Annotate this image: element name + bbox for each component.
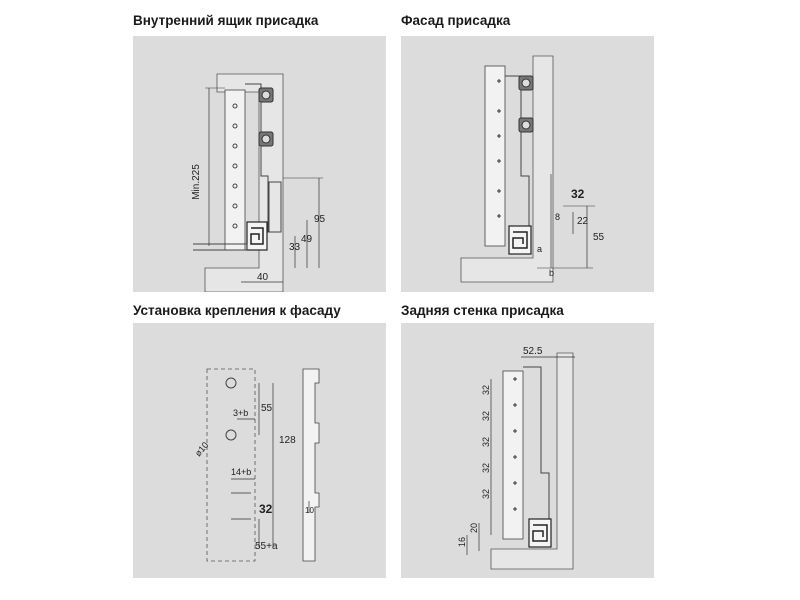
dim-55: 55 (261, 403, 273, 414)
panel-title-inner-drawer: Внутренний ящик присадка (133, 13, 319, 28)
dim-v32-2: 32 (481, 411, 491, 421)
dim-min225: Min.225 (191, 164, 202, 200)
facade-diagram-panel: 32 22 55 8 a b (401, 36, 654, 292)
dim-14b: 14+b (231, 467, 251, 477)
dim-128: 128 (279, 435, 296, 446)
dim-v32-5: 32 (481, 489, 491, 499)
dim-49: 49 (301, 234, 313, 245)
dim-55a: 55+a (255, 541, 278, 552)
panel-title-back-wall: Задняя стенка присадка (401, 303, 564, 318)
inner-drawer-drawing: Min.225 95 49 33 40 (191, 73, 326, 293)
dim-20: 20 (469, 523, 479, 533)
dim-10: 10 (305, 506, 314, 515)
dim-b: b (549, 268, 554, 278)
dim-16: 16 (457, 537, 467, 547)
dim-40: 40 (257, 272, 269, 283)
dim-33: 33 (289, 242, 301, 253)
mount-diagram-panel: 55 3+b 128 ø10 14+b 32 55+a 10 (133, 323, 386, 578)
dim-phi10: ø10 (193, 440, 211, 458)
dim-22: 22 (577, 216, 589, 227)
dim-32: 32 (259, 502, 273, 516)
dim-v32-1: 32 (481, 385, 491, 395)
dim-8: 8 (555, 212, 560, 222)
panel-title-mount: Установка крепления к фасаду (133, 303, 341, 318)
dim-a: a (537, 244, 542, 254)
dim-32: 32 (571, 187, 585, 201)
back-wall-diagram-panel: 52.5 32 32 32 32 32 20 16 (401, 323, 654, 578)
back-wall-drawing: 52.5 32 32 32 32 32 20 16 (457, 346, 575, 570)
inner-drawer-diagram-panel: Min.225 95 49 33 40 (133, 36, 386, 293)
dim-v32-4: 32 (481, 463, 491, 473)
dim-3b: 3+b (233, 408, 248, 418)
dim-52-5: 52.5 (523, 346, 543, 357)
facade-drawing: 32 22 55 8 a b (460, 55, 605, 283)
dim-55: 55 (593, 232, 605, 243)
dim-95: 95 (314, 214, 326, 225)
mount-drawing: 55 3+b 128 ø10 14+b 32 55+a 10 (193, 368, 320, 562)
dim-v32-3: 32 (481, 437, 491, 447)
panel-title-facade: Фасад присадка (401, 13, 511, 28)
